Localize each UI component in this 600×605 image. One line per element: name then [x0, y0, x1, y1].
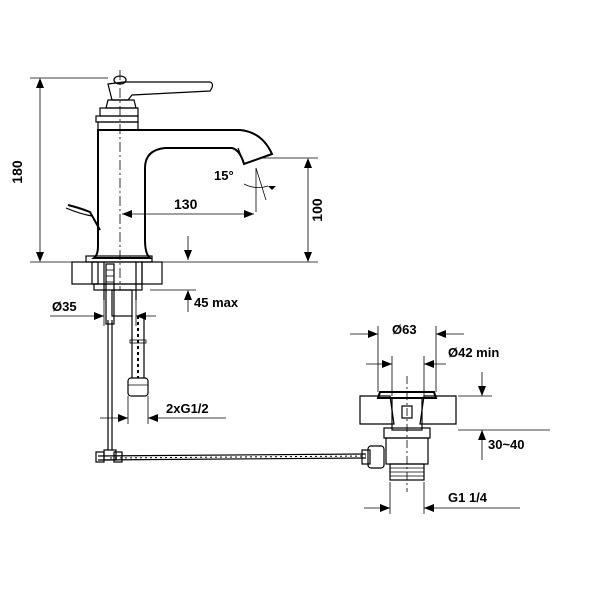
label-spout-height: 100 — [309, 198, 325, 222]
label-hole-diameter: Ø35 — [52, 299, 77, 314]
label-waste-thickness: 30~40 — [488, 437, 525, 452]
supply-hoses — [103, 316, 149, 461]
label-waste-hole-min: Ø42 min — [448, 345, 499, 360]
label-height-total: 180 — [9, 160, 25, 184]
label-hose-connection: 2xG1/2 — [166, 401, 209, 416]
label-deck-thickness: 45 max — [194, 295, 239, 310]
faucet-body — [65, 70, 274, 290]
drain-waste — [359, 376, 457, 492]
pull-rod — [95, 451, 367, 463]
label-spout-angle: 15° — [214, 168, 234, 183]
label-spout-reach: 130 — [174, 196, 198, 212]
dimension-labels: 180 100 15° 130 Ø35 45 max 2xG1/2 Ø63 Ø4… — [9, 160, 525, 505]
label-waste-diameter-outer: Ø63 — [392, 322, 417, 337]
dimension-lines — [30, 77, 550, 514]
label-waste-thread: G1 1/4 — [448, 490, 488, 505]
countertop — [71, 261, 163, 325]
